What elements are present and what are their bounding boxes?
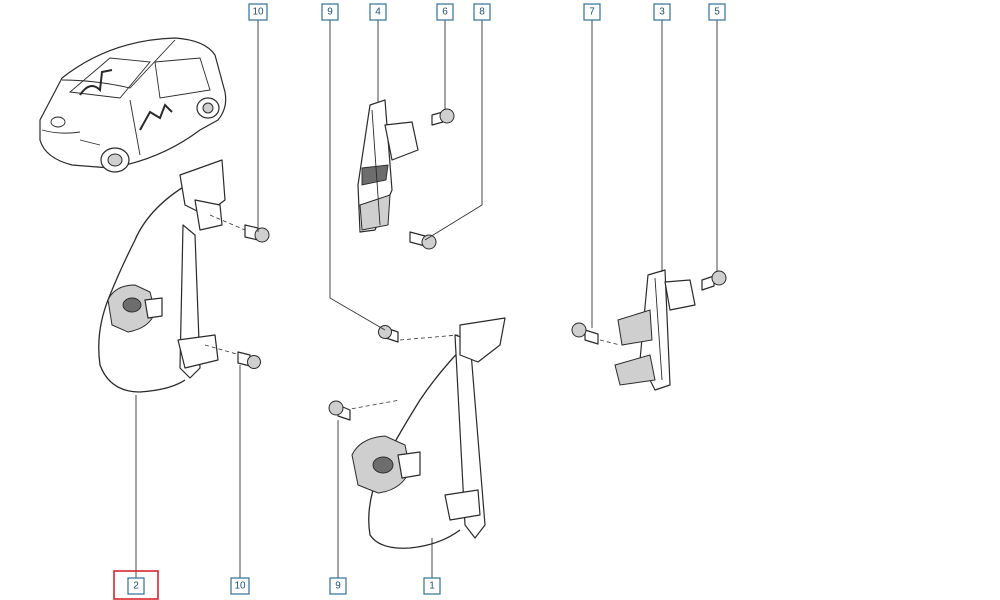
window-regulator-part-2: [98, 159, 246, 393]
callout-label: 5: [714, 7, 720, 18]
guide-rail-part-4: [357, 99, 419, 233]
callout-label: 9: [335, 581, 341, 592]
callout-9-top: 9: [321, 3, 339, 21]
screw-part-10-lower: [237, 351, 261, 369]
guide-rail-part-3: [599, 269, 696, 391]
callout-label: 8: [479, 7, 485, 18]
screw-part-8: [409, 231, 437, 250]
screw-part-6: [431, 108, 455, 126]
callout-8-top: 8: [473, 3, 491, 21]
callout-2-bottom: 2: [113, 570, 159, 600]
callout-7-top: 7: [583, 3, 601, 21]
callout-5-top: 5: [708, 3, 726, 21]
callout-label: 3: [659, 7, 665, 18]
callout-6-top: 6: [436, 3, 454, 21]
window-regulator-part-1: [344, 317, 506, 549]
car-illustration: [39, 37, 227, 173]
screw-part-9-lower: [328, 400, 351, 421]
screw-part-9-upper: [378, 325, 399, 343]
callout-label: 4: [375, 7, 381, 18]
highlight-frame: [113, 570, 159, 600]
callout-label: 10: [252, 7, 264, 18]
callout-3-top: 3: [653, 3, 671, 21]
callout-label: 1: [429, 581, 435, 592]
leader-lines: [135, 20, 718, 578]
callout-label: 10: [234, 581, 246, 592]
screw-part-7: [571, 322, 599, 345]
screw-part-10-upper: [244, 224, 270, 243]
callout-10-top: 10: [248, 3, 268, 21]
callout-label: 7: [589, 7, 595, 18]
callout-10-bottom: 10: [230, 577, 250, 595]
callout-label: 9: [327, 7, 333, 18]
callout-label: 2: [133, 581, 139, 592]
callout-4-top: 4: [369, 3, 387, 21]
callout-9-bottom: 9: [329, 577, 347, 595]
screw-part-5: [701, 270, 727, 291]
callout-1-bottom: 1: [423, 577, 441, 595]
callout-label: 6: [442, 7, 448, 18]
